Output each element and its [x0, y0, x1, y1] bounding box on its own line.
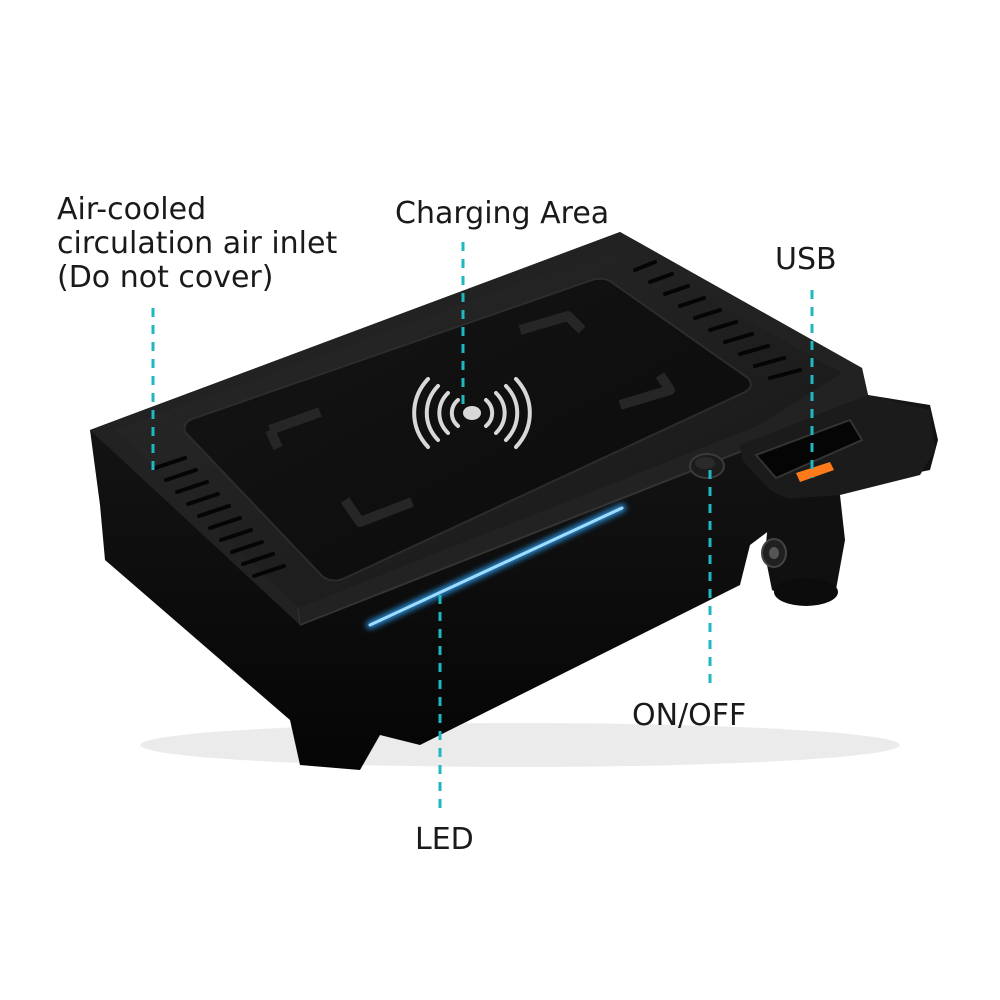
- pad-corner-marks: [265, 311, 675, 527]
- leader-lines: [151, 242, 814, 810]
- air-inlet-vents-right: [633, 260, 802, 380]
- wireless-charging-icon: [412, 377, 532, 449]
- led-label: LED: [415, 822, 474, 857]
- led-strip: [366, 504, 626, 629]
- air-inlet-label: Air-cooled circulation air inlet (Do not…: [57, 193, 337, 295]
- air-inlet-vents-left: [153, 456, 286, 578]
- charger-device: [90, 232, 938, 770]
- usb-label: USB: [775, 242, 837, 277]
- charging-pad: [183, 277, 752, 582]
- air-inlet-label-line-2: circulation air inlet: [57, 226, 338, 261]
- power-plug-connector: [761, 495, 845, 606]
- usb-port: [796, 462, 834, 482]
- air-inlet-label-line-3: (Do not cover): [57, 260, 274, 295]
- on-off-label: ON/OFF: [632, 698, 747, 733]
- charging-area-label: Charging Area: [395, 196, 610, 231]
- on-off-button: [689, 453, 725, 479]
- usb-housing: [740, 395, 935, 505]
- air-inlet-label-line-1: Air-cooled: [57, 192, 207, 227]
